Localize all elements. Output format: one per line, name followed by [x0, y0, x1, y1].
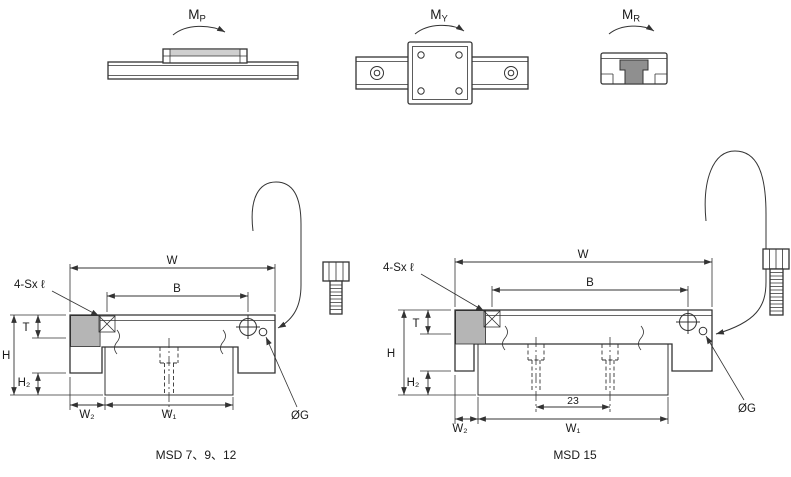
mp-side-view	[107, 48, 299, 80]
carriage-block-section	[454, 309, 713, 372]
screw-leader-loop	[251, 181, 302, 329]
block-bolt-hole	[455, 87, 463, 95]
moment-mr-diagram: MR	[600, 7, 668, 85]
dim-spacing-label: 23	[567, 395, 579, 407]
grease-callout: ØG	[265, 336, 309, 422]
dim-w1: W₁	[105, 397, 234, 421]
dim-h: H	[2, 315, 103, 396]
rail-bolt-hole-hidden	[159, 338, 179, 412]
dim-w1: W₁	[478, 397, 669, 435]
mr-rotation-arrow-icon	[608, 24, 655, 35]
rail-mount-hole	[504, 66, 518, 80]
carriage-block-section	[69, 314, 276, 374]
dim-spacing: 23	[536, 395, 610, 410]
dim-w1-label: W₁	[566, 423, 581, 435]
dim-w2-label: W₂	[452, 423, 467, 435]
dim-b: B	[106, 283, 249, 312]
mr-end-view	[600, 52, 668, 85]
dim-w1-label: W₁	[162, 409, 177, 421]
dim-h2: H₂	[18, 372, 66, 395]
grease-callout-label: ØG	[291, 410, 309, 422]
mr-label: MR	[622, 7, 640, 25]
dim-w2-label: W₂	[79, 409, 94, 421]
my-rotation-arrow-icon	[414, 24, 465, 35]
applicable-screw	[762, 248, 790, 316]
end-cap-section	[70, 315, 101, 348]
mp-rotation-arrow-icon	[172, 25, 226, 36]
dim-w-label: W	[167, 255, 178, 267]
rail-mount-hole	[370, 66, 384, 80]
dim-h2: H₂	[407, 370, 451, 395]
moment-my-diagram: MY	[355, 7, 529, 105]
screw-callout-label: 4-Sx ℓ	[383, 262, 414, 274]
dim-h: H	[387, 310, 476, 396]
dim-t-label: T	[412, 318, 419, 330]
block-bolt-hole	[417, 87, 425, 95]
section-break-lines	[114, 329, 226, 355]
dim-h2-label: H₂	[407, 377, 420, 389]
dim-w2: W₂	[452, 375, 479, 435]
rail-section	[619, 59, 649, 85]
screw-callout: 4-Sx ℓ	[14, 279, 100, 317]
screw-shank	[329, 280, 343, 315]
msd-15-drawing: W B T H H₂ 23	[383, 150, 790, 462]
left-drawing-caption: MSD 7、9、12	[156, 448, 237, 462]
dim-h-label: H	[2, 350, 10, 362]
end-face-screw	[236, 315, 260, 339]
screw-leader-loop	[704, 150, 767, 335]
carriage-block	[407, 41, 473, 105]
dim-h2-label: H₂	[18, 377, 31, 389]
grease-hole	[698, 326, 708, 336]
applicable-screw	[322, 261, 350, 315]
screw-shank	[769, 268, 784, 316]
dim-h-label: H	[387, 348, 395, 360]
grease-callout-label: ØG	[738, 403, 756, 415]
rail-section	[477, 344, 669, 396]
dim-t-label: T	[22, 322, 29, 334]
moment-mp-diagram: MP	[107, 7, 299, 80]
block-screw-hole	[483, 310, 501, 328]
block-screw-hole	[98, 315, 116, 333]
dim-t: T	[398, 309, 451, 335]
screw-callout: 4-Sx ℓ	[383, 262, 485, 312]
block-bolt-hole	[417, 51, 425, 59]
block-bolt-hole	[455, 51, 463, 59]
end-face-screw	[676, 310, 700, 334]
screw-callout-label: 4-Sx ℓ	[14, 279, 45, 291]
mp-label: MP	[188, 7, 206, 25]
grease-callout: ØG	[705, 335, 756, 415]
section-break-lines	[502, 325, 644, 351]
end-cap-section	[455, 310, 487, 345]
block-top-plate	[170, 49, 240, 56]
my-top-view	[355, 41, 529, 105]
msd-small-drawing: W B T H H₂ W₂	[2, 181, 350, 462]
rail-bolt-hole-hidden	[527, 337, 545, 412]
dim-t: T	[10, 314, 66, 339]
right-drawing-caption: MSD 15	[553, 448, 597, 462]
dim-w: W	[454, 249, 713, 307]
dim-b: B	[491, 277, 689, 307]
dim-w-label: W	[578, 249, 589, 261]
dim-w: W	[69, 255, 276, 312]
dim-w2: W₂	[69, 377, 106, 421]
my-label: MY	[430, 7, 448, 25]
rail	[107, 61, 299, 80]
grease-hole	[258, 327, 268, 337]
rail-bolt-hole-hidden	[601, 337, 619, 412]
dim-b-label: B	[173, 283, 181, 295]
dim-b-label: B	[586, 277, 594, 289]
